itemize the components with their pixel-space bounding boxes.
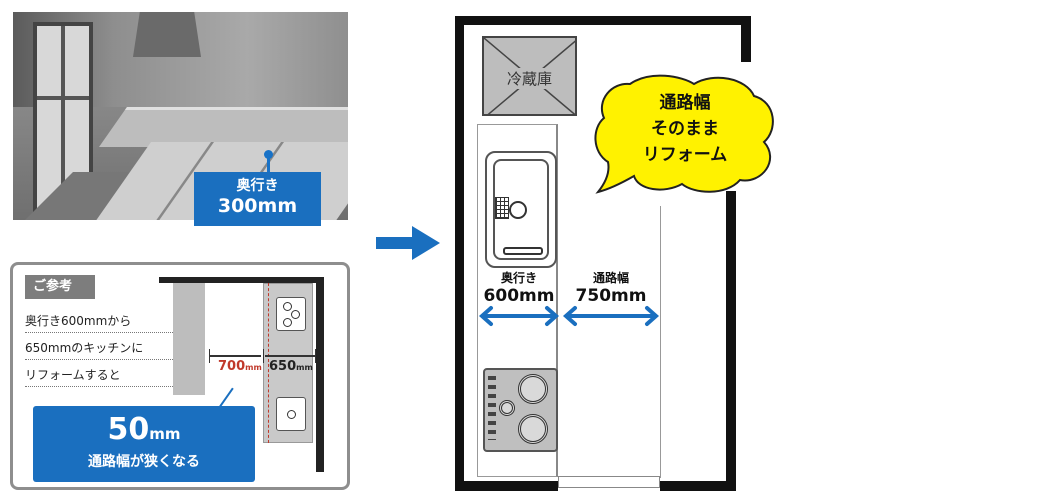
depth-arrow-head-right [545, 306, 560, 326]
mini-top-wall [159, 277, 324, 283]
sink-rack [495, 197, 509, 219]
plan-top-wall [455, 16, 751, 25]
bubble-text: 通路幅 そのまま リフォーム [610, 90, 760, 168]
plan-right-wall [726, 191, 736, 491]
sink-basin [493, 159, 549, 260]
speech-bubble: 通路幅 そのまま リフォーム [590, 72, 780, 200]
aisle-value: 750mm [575, 286, 647, 306]
burner-icon [499, 400, 515, 416]
sink-tap [503, 247, 543, 255]
burner-icon [518, 374, 548, 404]
plan-bottom-wall [660, 481, 736, 491]
fridge-label: 冷蔵庫 [484, 68, 575, 89]
mini-dim-tick [315, 349, 316, 363]
dimension-arrows [479, 306, 660, 326]
plan-aisle-edge [660, 206, 661, 478]
mini-old-depth-line [268, 283, 269, 443]
plan-bottom-wall [455, 481, 558, 491]
mini-dim-line-650 [265, 355, 315, 357]
photo-depth-tag: 奥行き 300mm [194, 172, 321, 226]
plan-right-wall-stub [741, 16, 751, 62]
bubble-line-3: リフォーム [642, 145, 728, 165]
mini-dim-line-700 [209, 355, 261, 357]
plan-doorway [558, 476, 660, 488]
right-arrow-icon [376, 226, 440, 260]
photo-depth-value: 300mm [217, 195, 298, 217]
photo-range-hood [133, 12, 201, 57]
kitchen-photo [13, 12, 348, 220]
bubble-shape [594, 74, 774, 194]
fridge-icon: 冷蔵庫 [482, 36, 577, 116]
aisle-arrow-head-left [562, 306, 577, 326]
aisle-dimension: 通路幅 750mm [567, 271, 655, 306]
mini-dim-label-650: 650mm [269, 359, 313, 374]
reference-line-1: 奥行き600mmから [25, 314, 175, 333]
reference-line-3: リフォームすると [25, 368, 175, 387]
burner-icon [518, 414, 548, 444]
photo-depth-label: 奥行き [236, 178, 279, 194]
depth-arrow-head-left [479, 306, 493, 326]
bubble-line-1: 通路幅 [659, 93, 711, 113]
photo-counter [98, 107, 348, 147]
mini-dim-label-700: 700mm [218, 359, 262, 374]
aisle-arrow-head-right [645, 306, 660, 326]
mini-left-cabinet [173, 283, 205, 395]
callout-text: 通路幅が狭くなる [88, 454, 200, 470]
stove-knobs [488, 376, 496, 440]
reference-box: ご参考 奥行き600mmから 650mmのキッチンに リフォームすると 700m… [10, 262, 350, 490]
kitchen-floor-plan: 冷蔵庫 奥行き 600mm 通路幅 750mm [455, 16, 765, 496]
aisle-label: 通路幅 [592, 271, 629, 285]
mini-hob-icon [276, 297, 306, 331]
photo-pointer [264, 150, 273, 184]
mini-right-wall [316, 277, 324, 472]
reference-line-2: 650mmのキッチンに [25, 341, 175, 360]
bubble-line-2: そのまま [651, 119, 719, 139]
mini-dim-tick [263, 349, 264, 363]
depth-dimension: 奥行き 600mm [479, 271, 559, 306]
callout-value: 50mm [107, 412, 181, 447]
plan-left-wall [455, 16, 464, 491]
reference-tag: ご参考 [25, 275, 95, 299]
sink-icon [485, 151, 557, 268]
depth-label: 奥行き [500, 271, 537, 285]
depth-value: 600mm [483, 286, 555, 306]
stove-icon [483, 368, 558, 452]
sink-drain [509, 201, 527, 219]
reference-callout: 50mm 通路幅が狭くなる [33, 406, 255, 482]
mini-floor-plan: 700mm 650mm [159, 277, 339, 472]
mini-sink-icon [276, 397, 306, 431]
